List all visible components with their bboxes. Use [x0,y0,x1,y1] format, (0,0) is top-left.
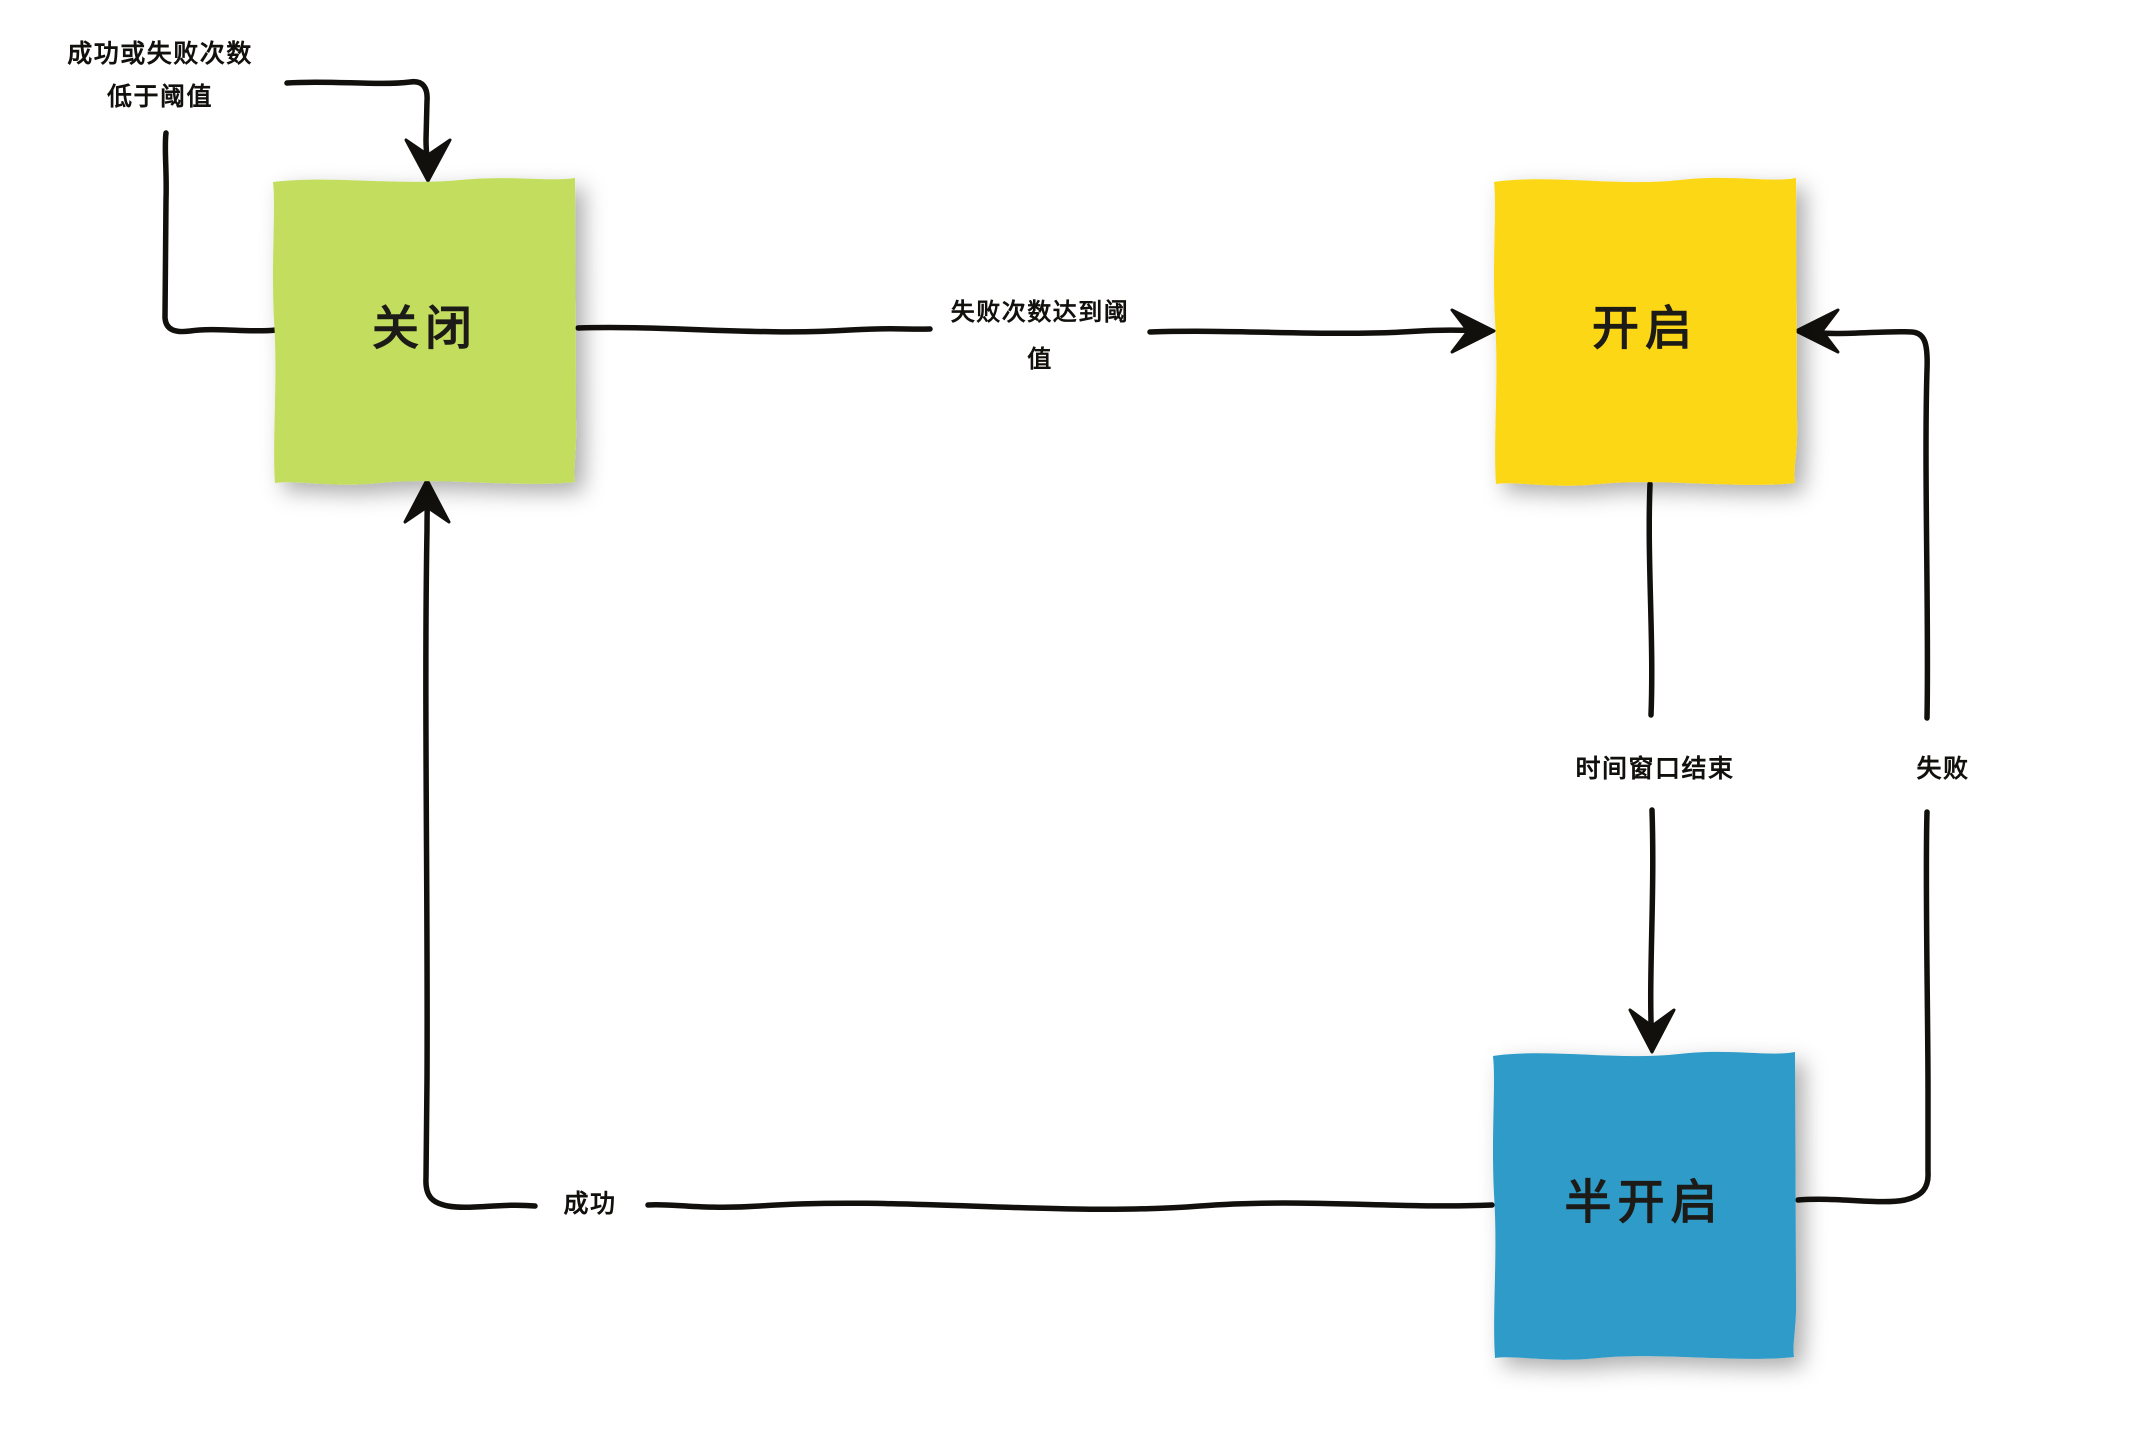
node-half-open-label: 半开启 [1565,1176,1724,1231]
edge-closed-open [575,308,1496,354]
node-half-open[interactable]: 半开启 [1493,1051,1797,1360]
edge-label-open-halfopen-line1: 时间窗口结束 [1575,754,1734,783]
edge-label-open-halfopen: 时间窗口结束 [1575,754,1734,783]
edge-closed-self-head-line [284,78,431,180]
edge-closed-self-tail [162,130,279,335]
edge-halfopen-open-lower [1795,809,1931,1205]
edge-label-closed-open-line1: 失败次数达到阈 [951,298,1130,326]
node-open-shape [1494,177,1798,486]
node-closed-shape [273,178,577,485]
arrowhead-closed-open [1450,308,1496,354]
edge-label-halfopen-closed: 成功 [563,1189,616,1218]
node-closed-label: 关闭 [372,302,478,357]
edge-label-closed-open-line2: 值 [1027,345,1053,373]
edge-halfopen-open [1794,308,1931,1205]
edge-label-closed-self: 成功或失败次数 低于阈值 [67,39,253,111]
edge-open-halfopen-bottom [1647,807,1656,1050]
node-closed[interactable]: 关闭 [273,178,577,485]
arrowhead-halfopen-open [1794,308,1840,354]
arrowhead-open-halfopen [1628,1008,1676,1054]
node-open-label: 开启 [1592,302,1698,357]
node-half-open-shape [1493,1051,1797,1360]
edge-halfopen-open-upper [1797,328,1931,721]
edge-label-closed-self-line2: 低于阈值 [106,82,213,111]
edge-closed-open-left [575,324,933,335]
edge-label-halfopen-open-line1: 失败 [1916,754,1969,783]
edge-open-halfopen [1628,481,1676,1054]
edge-closed-self [162,78,452,335]
edge-closed-open-right [1147,327,1481,337]
edge-label-halfopen-closed-line1: 成功 [563,1189,616,1218]
edge-label-halfopen-open: 失败 [1916,754,1969,783]
edge-label-closed-self-line1: 成功或失败次数 [67,39,253,68]
edge-open-halfopen-top [1646,481,1655,718]
edge-label-closed-open: 失败次数达到阈 值 [951,298,1130,373]
node-open[interactable]: 开启 [1494,177,1798,486]
arrowhead-closed-self [404,138,452,183]
edge-halfopen-closed [403,478,1495,1213]
arrowhead-halfopen-closed [403,478,451,524]
edge-halfopen-closed-right [645,1200,1495,1213]
edge-halfopen-closed-left [423,483,538,1210]
